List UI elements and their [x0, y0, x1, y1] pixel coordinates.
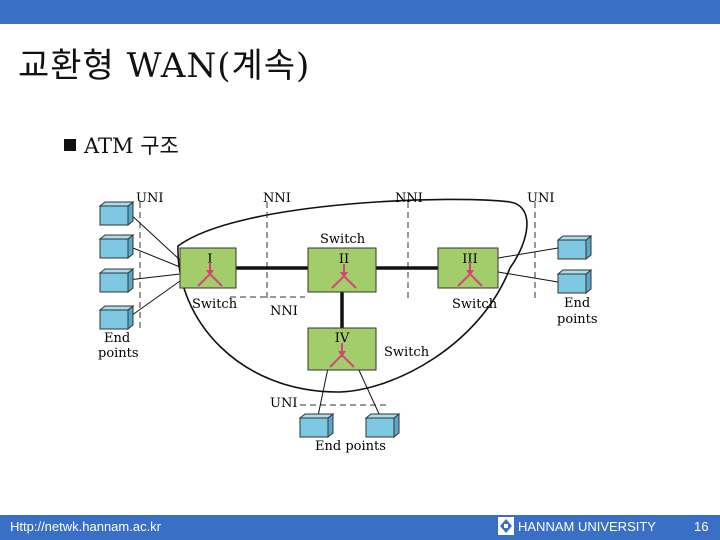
- link: [127, 211, 181, 261]
- terminal-icon: [557, 269, 592, 294]
- nni-2-label: NNI: [395, 191, 423, 206]
- terminal-icon: [365, 413, 400, 438]
- terminal-icon: [99, 234, 134, 259]
- right-endpoints-label-2: points: [557, 312, 598, 327]
- switch-2: II: [307, 247, 377, 293]
- logo-icon: [498, 517, 514, 535]
- switch-4: IV: [307, 327, 377, 371]
- link: [127, 273, 181, 281]
- nni-1-label: NNI: [263, 191, 291, 206]
- bottom-endpoints-label: End points: [315, 439, 386, 454]
- switch-2-numeral: II: [339, 252, 349, 267]
- footer-university: HANNAM UNIVERSITY: [498, 517, 656, 535]
- uni-right-label: UNI: [527, 191, 554, 206]
- left-endpoints-label-1: End: [104, 331, 130, 346]
- bullet-text: ATM 구조: [84, 134, 179, 158]
- switch-3: III: [437, 247, 499, 289]
- terminal-icon: [299, 413, 334, 438]
- slide-title: 교환형 WAN(계속): [18, 46, 311, 86]
- link: [497, 247, 559, 259]
- link: [497, 271, 559, 283]
- footer-bar: Http://netwk.hannam.ac.kr HANNAM UNIVERS…: [0, 515, 720, 540]
- page-number: 16: [694, 519, 709, 534]
- terminal-icon: [99, 305, 134, 330]
- terminal-icon: [557, 235, 592, 260]
- top-accent-bar: [0, 0, 720, 24]
- switch-1-label: Switch: [192, 297, 238, 312]
- switch-1-numeral: I: [207, 252, 212, 267]
- switch-4-label: Switch: [384, 345, 430, 360]
- link: [317, 367, 329, 417]
- square-bullet-icon: [64, 139, 76, 151]
- switch-1: I: [179, 247, 237, 289]
- atm-architecture-diagram: UNI NNI NNI UNI NNI UNI I II III: [98, 191, 598, 454]
- switch-4-numeral: IV: [335, 331, 350, 346]
- bullet-item: ATM 구조: [64, 130, 179, 160]
- uni-bottom-label: UNI: [270, 396, 297, 411]
- terminal-icon: [99, 268, 134, 293]
- terminal-icon: [99, 201, 134, 226]
- footer-url-link[interactable]: Http://netwk.hannam.ac.kr: [10, 519, 162, 534]
- right-endpoints-label-1: End: [564, 296, 590, 311]
- switch-3-numeral: III: [462, 252, 477, 267]
- nni-mid-label: NNI: [270, 304, 298, 319]
- switch-2-label: Switch: [320, 232, 366, 247]
- link: [357, 367, 381, 417]
- link: [127, 280, 181, 319]
- network-boundary: [177, 198, 528, 393]
- left-endpoints-label-2: points: [98, 346, 139, 361]
- link: [127, 245, 181, 268]
- uni-left-label: UNI: [136, 191, 163, 206]
- footer-university-name: HANNAM UNIVERSITY: [518, 518, 656, 534]
- switch-3-label: Switch: [452, 297, 498, 312]
